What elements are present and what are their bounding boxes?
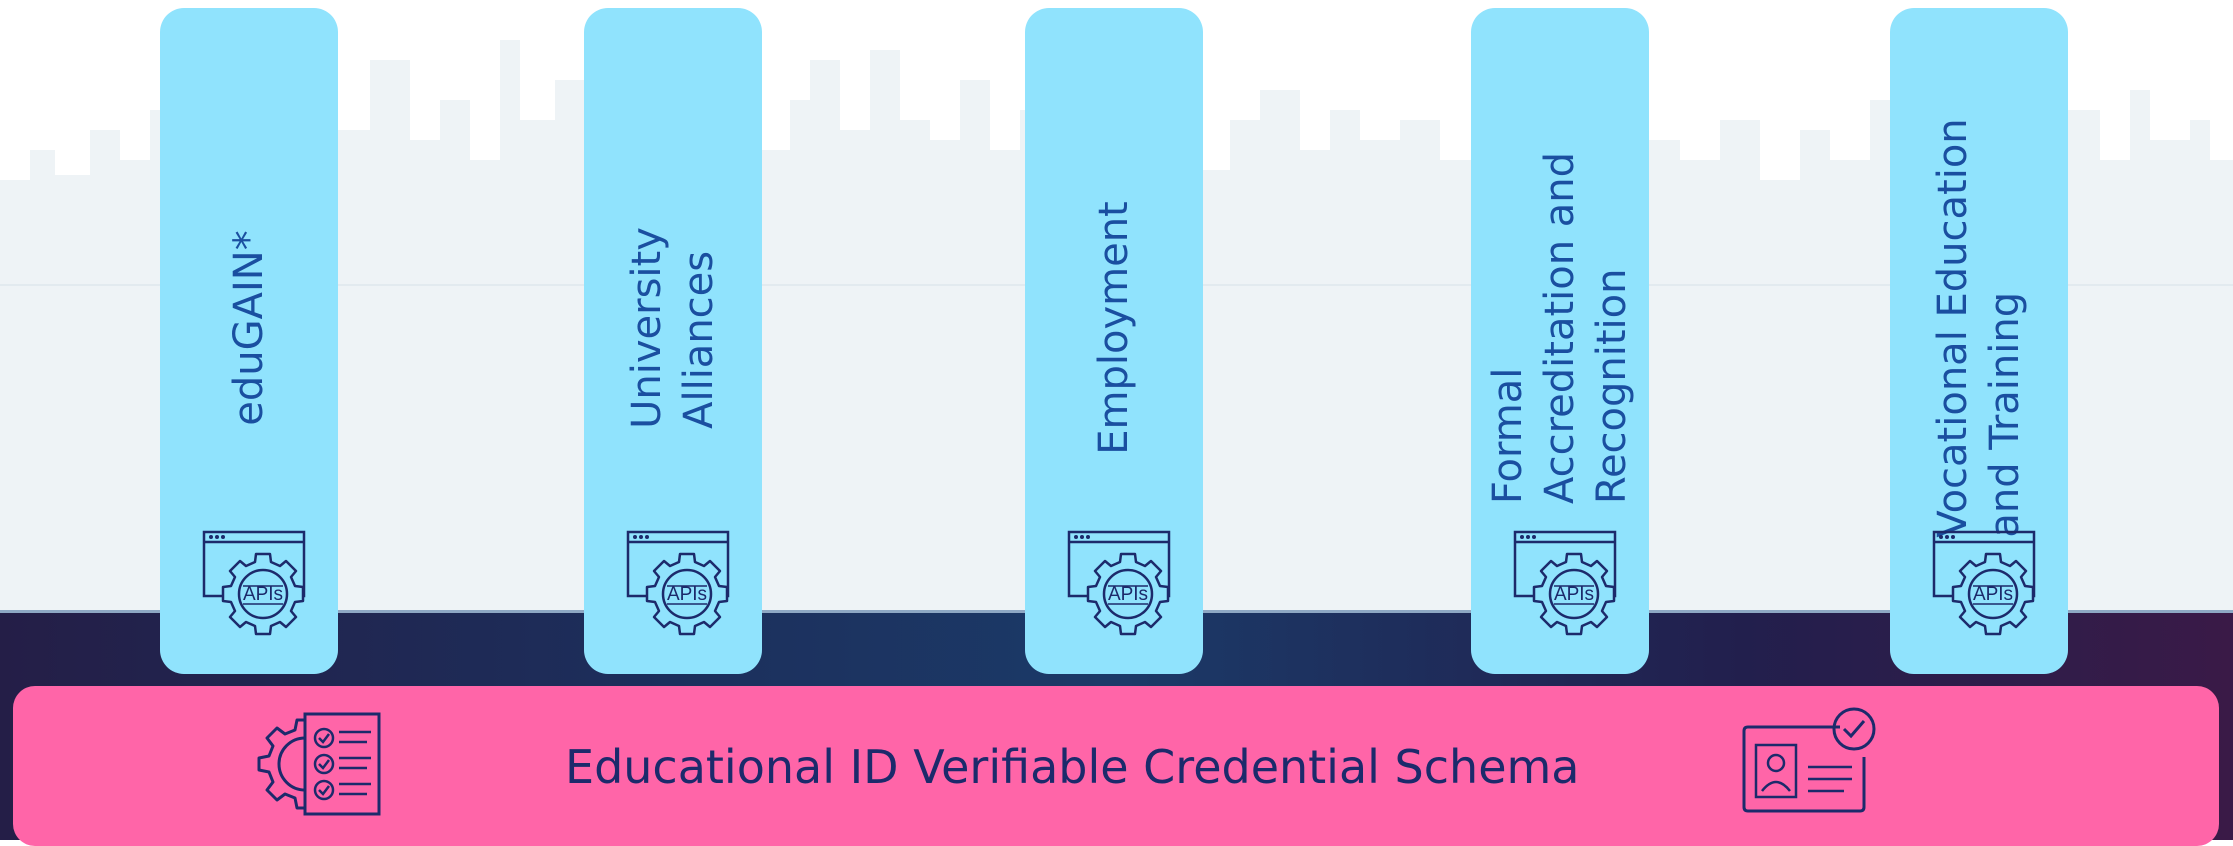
apis-icon-text: APIs	[1108, 584, 1148, 605]
pillar-edugain: eduGAIN* APIs	[160, 8, 338, 674]
apis-icon: APIs	[1067, 530, 1171, 636]
pillar-formal-accreditation: Formal Accreditation and Recognition API…	[1471, 8, 1649, 674]
pillar-vocational-education: Vocational Education and Training APIs	[1890, 8, 2068, 674]
apis-icon-text: APIs	[667, 584, 707, 605]
pillar-university-alliances: University Alliances APIs	[584, 8, 762, 674]
gear-checklist-icon	[257, 712, 381, 816]
apis-icon-text: APIs	[1973, 584, 2013, 605]
apis-icon-text: APIs	[1554, 584, 1594, 605]
pillar-label: Vocational Education and Training	[1930, 118, 2028, 538]
pillar-label: University Alliances	[624, 227, 722, 429]
apis-icon: APIs	[202, 530, 306, 636]
schema-label: Educational ID Verifiable Credential Sch…	[565, 740, 1580, 794]
pillar-label: Employment	[1091, 201, 1137, 455]
apis-icon: APIs	[626, 530, 730, 636]
verified-id-card-icon	[1742, 707, 1876, 813]
apis-icon: APIs	[1932, 530, 2036, 636]
pillar-label: eduGAIN*	[226, 230, 272, 426]
pillar-employment: Employment APIs	[1025, 8, 1203, 674]
pillar-label: Formal Accreditation and Recognition	[1485, 151, 1635, 505]
apis-icon: APIs	[1513, 530, 1617, 636]
apis-icon-text: APIs	[243, 584, 283, 605]
